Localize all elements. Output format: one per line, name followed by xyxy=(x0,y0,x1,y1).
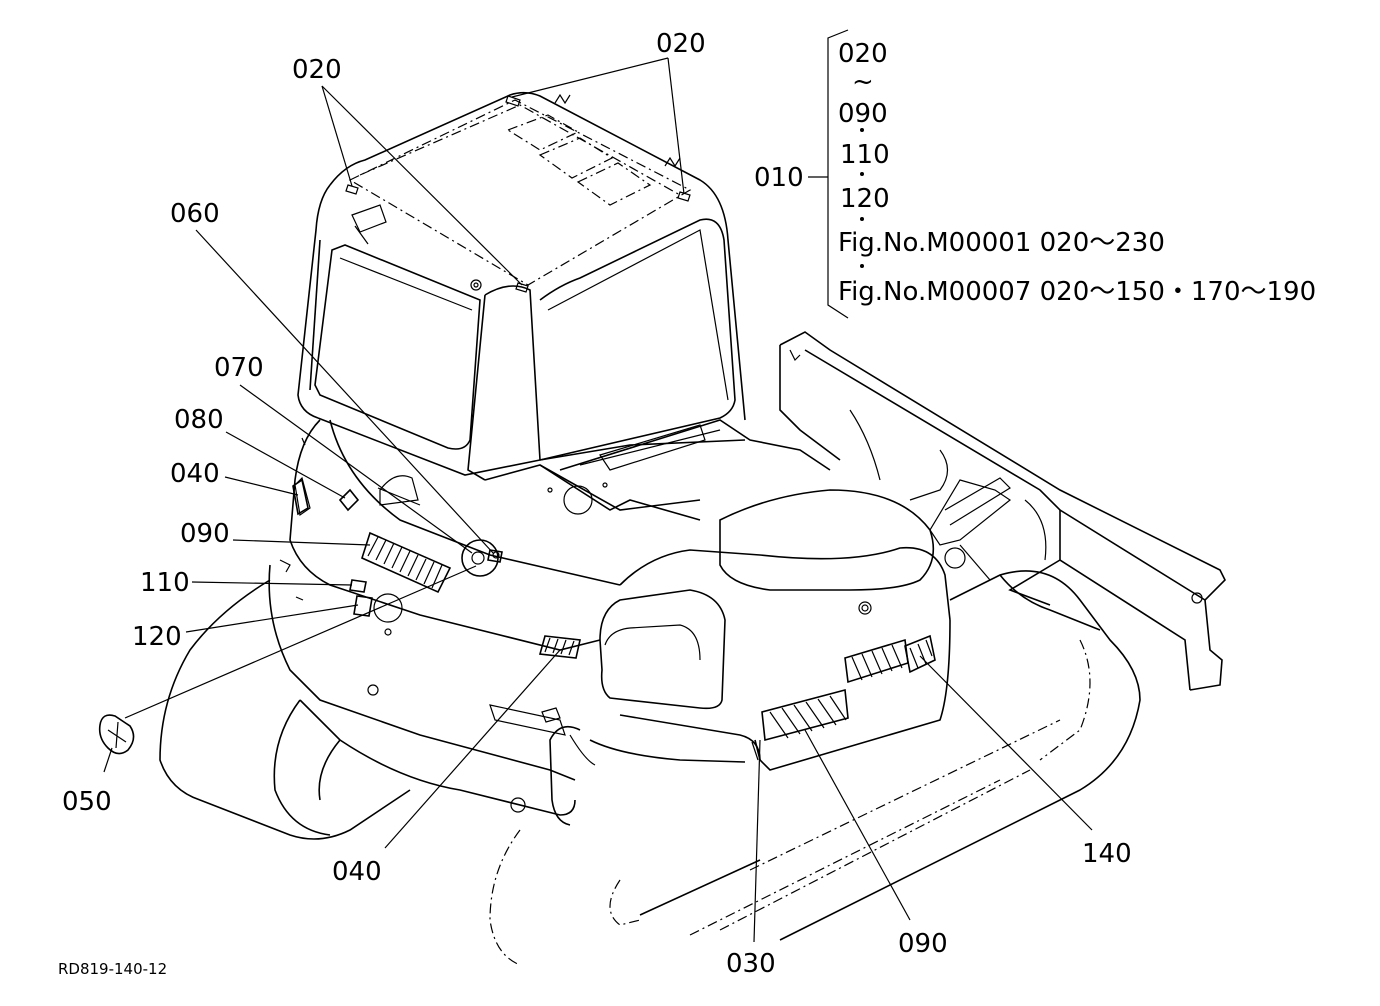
callout-140: 140 xyxy=(1082,839,1132,869)
emblem-060 xyxy=(461,539,499,577)
callout-120: 120 xyxy=(132,622,182,652)
decal-080 xyxy=(338,488,360,512)
decal-120 xyxy=(353,595,373,617)
upper-body xyxy=(268,417,951,826)
callout-060: 060 xyxy=(170,199,220,229)
decal-110 xyxy=(349,579,367,593)
badge-050 xyxy=(98,714,135,755)
legend: 010 020 ~ 090 110 120 Fig.No.M00001 020～… xyxy=(754,39,1316,307)
decal-090-left xyxy=(361,531,452,594)
callout-030: 030 xyxy=(726,949,776,979)
callouts: 020 020 060 070 080 040 090 110 120 050 … xyxy=(62,29,1132,979)
callout-040-bottom: 040 xyxy=(332,857,382,887)
legend-line-120: 120 xyxy=(840,184,890,214)
legend-assembly: 010 xyxy=(754,163,804,193)
callout-110: 110 xyxy=(140,568,190,598)
callout-070: 070 xyxy=(214,353,264,383)
legend-fig-2: Fig.No.M00007 020～150・170～190 xyxy=(838,277,1316,307)
callout-040-left: 040 xyxy=(170,459,220,489)
tracks xyxy=(159,570,1141,966)
decal-040-left xyxy=(292,478,309,516)
decal-040-bottom xyxy=(538,635,581,659)
callout-050: 050 xyxy=(62,787,112,817)
decal-090-bottom xyxy=(761,688,849,742)
drawing-id: RD819-140-12 xyxy=(58,960,167,978)
decal-140 xyxy=(904,634,936,674)
legend-line-020: 020 xyxy=(838,39,888,69)
leader-lines xyxy=(103,29,1093,943)
callout-020-left: 020 xyxy=(292,55,342,85)
callout-080: 080 xyxy=(174,405,224,435)
dozer-blade xyxy=(779,331,1226,691)
legend-tilde: ~ xyxy=(852,67,874,97)
cab xyxy=(297,91,746,481)
callout-090-left: 090 xyxy=(180,519,230,549)
callout-020-top: 020 xyxy=(656,29,706,59)
legend-line-110: 110 xyxy=(840,140,890,170)
legend-fig-1: Fig.No.M00001 020～230 xyxy=(838,228,1165,258)
legend-line-090: 090 xyxy=(838,99,888,129)
decals xyxy=(98,478,936,761)
callout-090-bottom: 090 xyxy=(898,929,948,959)
